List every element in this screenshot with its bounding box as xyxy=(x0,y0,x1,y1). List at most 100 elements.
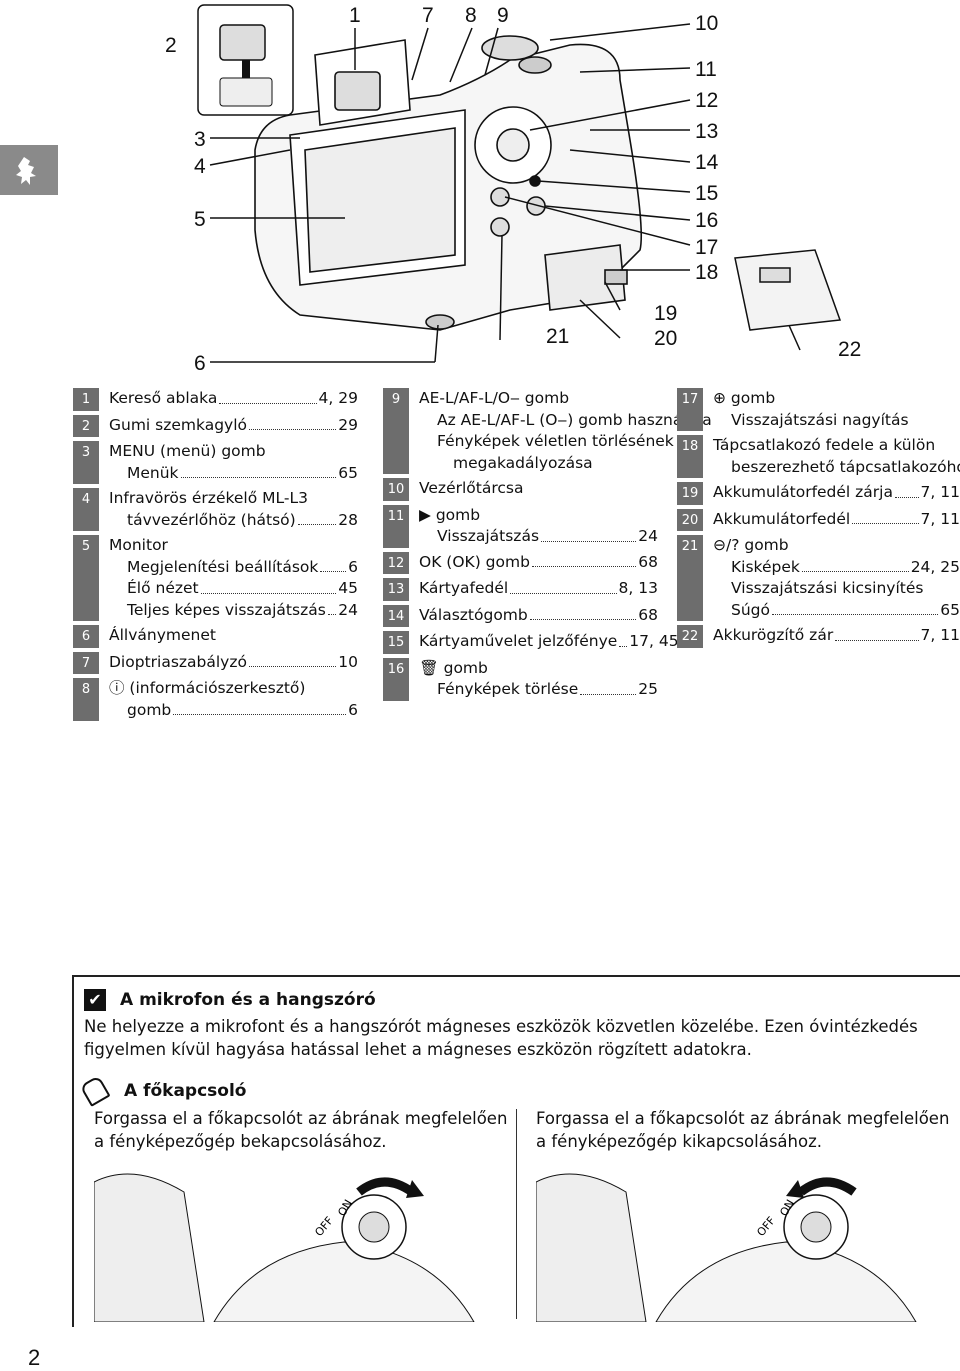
legend-text: Menük xyxy=(127,463,179,482)
legend-number: 14 xyxy=(383,604,409,627)
page-ref: 45 xyxy=(338,579,358,597)
legend-line: Gumi szemkagyló 29 xyxy=(109,415,358,437)
legend-number: 5 xyxy=(73,535,99,621)
callout-7: 7 xyxy=(422,4,434,27)
legend-text: Fényképek véletlen törlésének xyxy=(437,432,674,450)
legend-text: Monitor xyxy=(109,536,168,554)
power-on-text: Forgassa el a főkapcsolót az ábrának meg… xyxy=(94,1109,508,1151)
callout-13: 13 xyxy=(695,120,719,143)
page-ref: 7, 11 xyxy=(920,626,960,644)
legend-text: Dioptriaszabályzó xyxy=(109,652,247,671)
checkmark-icon: ✔ xyxy=(84,989,106,1011)
page-ref: 7, 11 xyxy=(920,509,960,528)
legend-text: MENU (menü) gomb xyxy=(109,442,266,460)
legend-text: ⊕ gomb xyxy=(713,389,776,407)
callout-22: 22 xyxy=(838,338,862,361)
legend-text: ⓘ (információszerkesztő) xyxy=(109,679,306,697)
mic-note-text: Ne helyezze a mikrofont és a hangszórót … xyxy=(84,1017,918,1059)
legend-number: 17 xyxy=(677,388,703,431)
legend-line: ⊕ gomb xyxy=(713,388,960,410)
legend-line: Élő nézet 45 xyxy=(109,578,358,600)
legend-line: Súgó 65 xyxy=(713,600,960,622)
legend-text: Akkurögzítő zár xyxy=(713,626,834,644)
leader-dots xyxy=(297,510,337,525)
legend-line: Fényképek véletlen törlésének xyxy=(419,431,712,453)
camera-body xyxy=(254,35,643,331)
callout-5: 5 xyxy=(194,208,206,231)
page-ref: 68 xyxy=(638,552,658,571)
legend-text: Állványmenet xyxy=(109,626,216,644)
leader-dots xyxy=(510,578,617,594)
callout-3: 3 xyxy=(194,128,206,151)
legend-text: Teljes képes visszajátszás xyxy=(127,600,326,619)
legend-number: 2 xyxy=(73,414,99,437)
callout-11: 11 xyxy=(695,58,717,81)
power-off-text: Forgassa el a főkapcsolót az ábrának meg… xyxy=(536,1109,950,1151)
page-ref: 29 xyxy=(338,415,358,434)
legend-line: Az AE-L/AF-L (O‒) gomb használata xyxy=(419,410,712,432)
callout-21: 21 xyxy=(546,325,570,348)
legend-text: megakadályozása xyxy=(453,453,593,472)
legend-text: Tápcsatlakozó fedele a külön xyxy=(713,436,936,454)
legend-number: 1 xyxy=(73,388,99,411)
legend-text: Gumi szemkagyló xyxy=(109,415,248,434)
callout-8: 8 xyxy=(465,4,477,27)
page-ref: 6 xyxy=(348,557,358,576)
page-number: 2 xyxy=(28,1345,41,1370)
legend-text: Élő nézet xyxy=(127,579,199,597)
page-ref: 17, 45 xyxy=(629,632,679,650)
leader-dots xyxy=(531,552,637,567)
callout-15: 15 xyxy=(695,182,719,205)
legend-number: 18 xyxy=(677,435,703,478)
legend-line: Monitor xyxy=(109,535,358,557)
leader-dots xyxy=(852,509,919,524)
page-ref: 65 xyxy=(940,600,960,619)
legend-line: 🗑 gomb xyxy=(419,658,658,680)
leader-dots xyxy=(327,600,337,615)
legend-line: ⓘ (információszerkesztő) xyxy=(109,678,358,700)
setup-icon xyxy=(0,145,58,195)
power-note-title: A főkapcsoló xyxy=(124,1081,247,1101)
callout-17: 17 xyxy=(695,236,719,259)
legend-text: Visszajátszás xyxy=(437,527,540,545)
leader-dots xyxy=(894,482,919,498)
legend-line: Visszajátszási nagyítás xyxy=(713,410,960,432)
legend-number: 8 xyxy=(73,678,99,721)
callout-9: 9 xyxy=(497,4,509,27)
legend-item: 2 Gumi szemkagyló 29 xyxy=(73,414,358,437)
callout-19: 19 xyxy=(654,302,678,325)
callout-20: 20 xyxy=(654,327,678,350)
legend-line: ⊖/? gomb xyxy=(713,535,960,557)
legend-number: 22 xyxy=(677,625,703,648)
legend-number: 10 xyxy=(383,478,409,501)
mic-note-heading: ✔ A mikrofon és a hangszóró xyxy=(84,989,376,1011)
legend-text: Kártyafedél xyxy=(419,579,509,597)
legend-line: Visszajátszási kicsinyítés xyxy=(713,578,960,600)
leader-dots xyxy=(580,679,637,695)
legend-text: távvezérlőhöz (hátsó) xyxy=(127,510,296,529)
page-ref: 28 xyxy=(338,510,358,529)
leader-dots xyxy=(200,578,337,594)
leader-dots xyxy=(772,600,939,615)
legend-text: Súgó xyxy=(731,600,770,619)
legend-number: 3 xyxy=(73,441,99,484)
legend-text: ⊖/? gomb xyxy=(713,536,789,554)
